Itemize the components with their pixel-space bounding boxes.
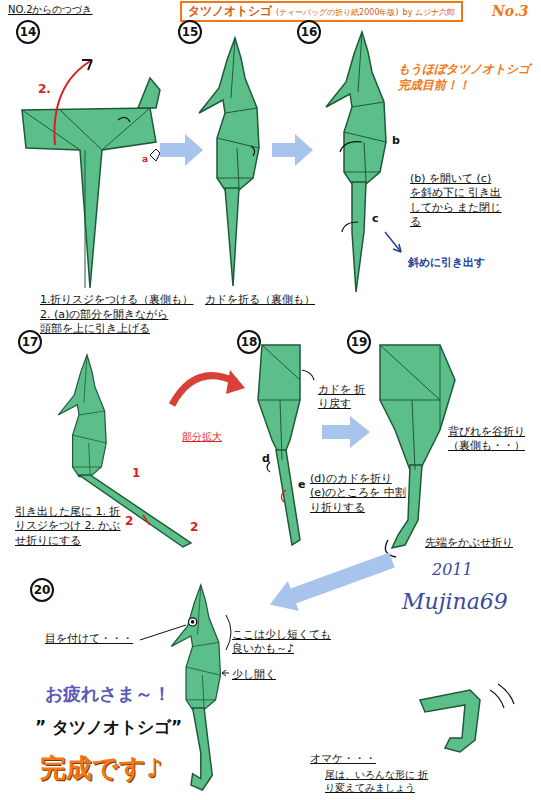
step-number-circle: 14 <box>16 20 40 44</box>
instruction-label: (d)のカドを折り (e)のところを 中割り折りする <box>310 472 406 515</box>
step-number-circle: 18 <box>237 330 261 354</box>
instruction-label: 尾は、いろんな形に 折り変えてみましょう <box>325 768 431 794</box>
instruction-label: 斜めに引き出す <box>408 256 485 270</box>
step-17-figure <box>58 355 191 547</box>
instruction-label: カドを 折り戻す <box>318 383 370 412</box>
instruction-label: No.3 <box>492 2 529 20</box>
subtitle-text: by ムジナ六郎 <box>403 7 455 18</box>
step-number: 19 <box>351 335 368 349</box>
instruction-label: 引き出した尾に 1. 折りスジをつけ 2. かぶせ折りにする <box>15 505 123 548</box>
instruction-label: NO.2からのつづき <box>8 3 93 16</box>
instruction-label: オマケ・・・ <box>310 752 376 766</box>
instruction-label: 2011 <box>432 560 473 581</box>
instruction-label: b <box>392 134 400 148</box>
instruction-label: c <box>372 212 379 226</box>
step-arrow <box>264 545 397 620</box>
step-16-figure <box>326 32 386 292</box>
step-20-figure <box>171 585 220 790</box>
step-number: 16 <box>301 25 318 39</box>
step-14-figure <box>22 60 160 288</box>
step-number: 20 <box>34 583 51 597</box>
instruction-label: 1 <box>132 466 140 482</box>
step-18-figure <box>258 345 314 545</box>
instruction-label: 目を付けて・・・ <box>45 632 133 646</box>
instruction-label: 先端をかぶせ折り <box>425 536 513 550</box>
instruction-label: (b) を開いて (c) を斜め下に 引き出してから また閉じる <box>410 172 502 229</box>
instruction-label: 2. <box>38 82 51 98</box>
step-number-circle: 15 <box>178 20 202 44</box>
instruction-label: ここは少し短くても 良いかも～♪ <box>232 628 340 657</box>
step-number: 17 <box>22 335 39 349</box>
instruction-label: Mujina69 <box>402 588 508 617</box>
instruction-label: 少し開く <box>232 668 276 682</box>
instruction-label: 1.折りスジをつける（裏側も） <box>40 293 194 307</box>
step-number-circle: 17 <box>18 330 42 354</box>
instruction-label: もうほぼタツノオトシゴ 完成目前！！ <box>398 62 534 93</box>
title-text: タツノオトシゴ <box>188 3 272 20</box>
step-number: 14 <box>20 25 37 39</box>
instruction-label: 背びれを谷折り （裏側も・・） <box>448 425 534 454</box>
step-arrow <box>322 416 370 448</box>
instruction-label: お疲れさま～！ <box>45 682 171 705</box>
title-box: タツノオトシゴ (ティーバッグの折り紙2000年版) by ムジナ六郎 <box>180 1 463 22</box>
instruction-label: 2 <box>125 514 133 530</box>
instruction-label: ” タツノオトシゴ” <box>35 716 182 738</box>
step-arrow <box>272 134 313 166</box>
step-15-figure <box>199 38 259 286</box>
subtitle-text: (ティーバッグの折り紙2000年版) <box>276 7 399 18</box>
step-number-circle: 20 <box>30 578 54 602</box>
step-number-circle: 16 <box>297 20 321 44</box>
step-number-circle: 19 <box>347 330 371 354</box>
step-number: 18 <box>241 335 258 349</box>
instruction-label: a <box>142 154 148 166</box>
instruction-label: 2. (a)の部分を開きながら 頭部を上に引き上げる <box>40 308 175 337</box>
instruction-label: 完成です♪ <box>40 752 163 786</box>
instruction-label: 2 <box>190 520 198 536</box>
instruction-label: 部分拡大 <box>182 430 222 443</box>
step-number: 15 <box>182 25 199 39</box>
instruction-label: e <box>298 478 305 492</box>
step-arrow <box>160 134 203 166</box>
instruction-label: カドを折る（裏側も） <box>205 293 315 307</box>
instruction-label: d <box>262 452 270 466</box>
step-19-figure <box>380 345 455 557</box>
bonus-tail-figure <box>420 684 514 752</box>
